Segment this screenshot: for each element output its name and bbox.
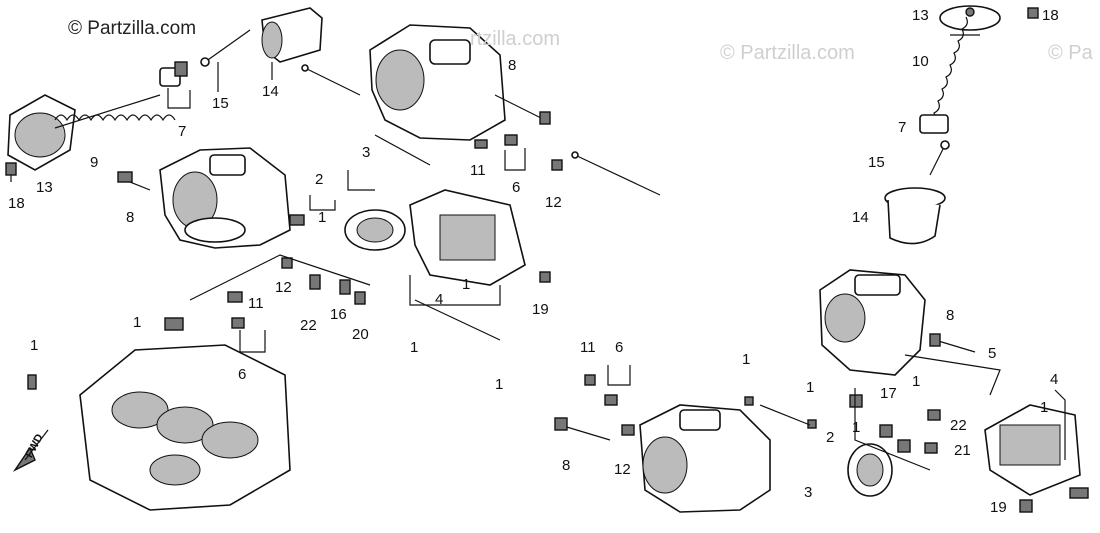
small-parts-center <box>27 134 563 390</box>
callout-18-left: 18 <box>8 195 25 212</box>
callout-8-left: 8 <box>126 209 135 226</box>
diaphragm-cover-part-right <box>939 5 1001 31</box>
spring-part <box>54 94 176 129</box>
callout-11-mid: 11 <box>470 162 486 179</box>
callout-14-right: 14 <box>852 209 869 226</box>
callout-1-mid: 1 <box>318 209 327 226</box>
callout-21: 21 <box>954 442 971 459</box>
vacuum-piston-part-top <box>261 7 323 80</box>
long-shaft-part <box>571 151 661 196</box>
callout-8-topmid: 8 <box>508 57 517 74</box>
callout-4-mid: 4 <box>435 291 444 308</box>
carburetor-base-plate <box>79 344 291 511</box>
callout-8-right: 8 <box>946 307 955 324</box>
vacuum-piston-part-right <box>884 187 946 245</box>
callout-13-right: 13 <box>912 7 929 24</box>
callout-3-mid: 3 <box>362 144 371 161</box>
callout-19-bottom: 19 <box>990 499 1007 516</box>
callout-12-left: 12 <box>275 279 292 296</box>
callout-6-left: 6 <box>238 366 247 383</box>
float-chamber-center <box>409 189 526 286</box>
screw-part-18-right <box>1027 7 1039 19</box>
callout-1-r2: 1 <box>1040 399 1049 416</box>
needle-holder-part-right <box>919 114 949 134</box>
callout-22-left: 22 <box>300 317 317 334</box>
callout-15-top: 15 <box>212 95 229 112</box>
watermark-far-right: © Pa <box>1048 42 1093 64</box>
callout-19-mid: 19 <box>532 301 549 318</box>
pilot-screw-part-right <box>929 333 976 353</box>
callout-10: 10 <box>912 53 929 70</box>
fwd-arrow <box>12 429 49 472</box>
callout-2-mid: 2 <box>315 171 324 188</box>
small-parts-bottom <box>584 365 635 436</box>
callout-6-bottom: 6 <box>615 339 624 356</box>
air-funnel-part-right <box>847 443 893 497</box>
callout-11-bottom: 11 <box>580 339 596 356</box>
callout-13-left: 13 <box>36 179 53 196</box>
carburetor-body-right <box>819 269 926 376</box>
carburetor-body-left <box>159 147 291 249</box>
assembly-brackets <box>189 148 526 353</box>
callout-20: 20 <box>352 326 369 343</box>
callout-1-bottom2: 1 <box>806 379 815 396</box>
callout-1-bottom1: 1 <box>742 351 751 368</box>
callout-14-top: 14 <box>262 83 279 100</box>
carburetor-body-center <box>369 24 506 141</box>
assembly-brackets-right <box>759 354 1066 471</box>
diaphragm-cover-part <box>7 94 76 171</box>
pilot-screw-part-center <box>494 94 551 125</box>
callout-6-mid: 6 <box>512 179 521 196</box>
air-funnel-part-center <box>344 209 406 251</box>
spring-part-right <box>929 16 980 126</box>
callout-7-right: 7 <box>898 119 907 136</box>
callout-15-right: 15 <box>868 154 885 171</box>
callout-1-farleft: 1 <box>30 337 39 354</box>
callout-17: 17 <box>880 385 897 402</box>
pilot-screw-part-left <box>117 171 151 191</box>
callout-1-mid4: 1 <box>495 376 504 393</box>
callout-1-leftbody: 1 <box>133 314 142 331</box>
callout-1-mid3: 1 <box>410 339 419 356</box>
callout-12-mid: 12 <box>545 194 562 211</box>
watermark-mid: © Partzilla.com <box>720 42 855 64</box>
pilot-screw-part-bottom <box>554 417 611 441</box>
callout-4-right: 4 <box>1050 371 1059 388</box>
callout-22-right: 22 <box>950 417 967 434</box>
jet-needle-part-top <box>200 29 251 92</box>
callout-7-top: 7 <box>178 123 187 140</box>
needle-holder-part-top <box>159 61 191 109</box>
screw-part-18-left <box>5 162 17 182</box>
float-chamber-right <box>984 404 1081 496</box>
callout-9: 9 <box>90 154 99 171</box>
callout-1-mid2: 1 <box>462 276 471 293</box>
small-parts-right <box>744 394 1089 513</box>
watermark-center-top: rtzilla.com <box>470 28 561 50</box>
callout-1-r1: 1 <box>912 373 921 390</box>
rod-part-top <box>301 64 361 96</box>
shaft-part-center <box>374 134 431 166</box>
callout-18-right: 18 <box>1042 7 1059 24</box>
callout-5: 5 <box>988 345 997 362</box>
callout-1-bottom3: 1 <box>852 419 861 436</box>
carburetor-body-bottom <box>639 404 771 513</box>
watermark-main: © Partzilla.com <box>68 18 197 39</box>
callout-12-bottom: 12 <box>614 461 631 478</box>
jet-needle-part-right <box>929 140 950 176</box>
callout-8-bottom: 8 <box>562 457 571 474</box>
callout-2-bottom: 2 <box>826 429 835 446</box>
callout-16: 16 <box>330 306 347 323</box>
callout-11-left: 11 <box>248 295 264 312</box>
callout-3-bottom: 3 <box>804 484 813 501</box>
